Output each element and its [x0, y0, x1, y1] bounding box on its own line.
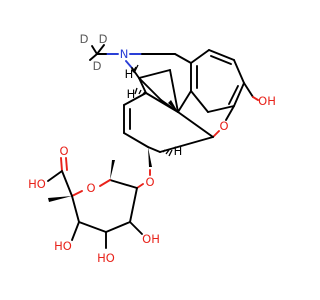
- atom-label-deuterium: D: [99, 32, 108, 46]
- atom-label-hydroxyl: HO: [97, 251, 115, 265]
- bond: [233, 82, 245, 107]
- bond: [138, 69, 171, 79]
- atom-label-hydrogen: H: [125, 67, 134, 81]
- bond: [212, 130, 220, 138]
- wedge-bond: [148, 147, 152, 167]
- bond: [190, 49, 210, 64]
- bond: [174, 53, 192, 64]
- atom-label-deuterium: D: [93, 59, 102, 73]
- bond: [61, 170, 73, 197]
- bond: [71, 195, 80, 223]
- hash-bond: [134, 87, 146, 95]
- bond: [96, 44, 105, 55]
- bond: [123, 92, 147, 106]
- bond: [109, 179, 138, 189]
- bond: [129, 187, 138, 223]
- atom-label-ether-oxygen: O: [219, 119, 228, 133]
- atom-label-acid-hydroxyl: HO: [28, 177, 46, 191]
- hash-bond: [131, 64, 139, 74]
- bond: [138, 77, 147, 94]
- bond: [207, 105, 235, 113]
- bond: [252, 96, 259, 101]
- bond: [71, 190, 83, 197]
- bond: [147, 146, 161, 153]
- structure-diagram: N D D D H H H OH O O O O HO HO OH HO: [28, 32, 276, 265]
- bond: [225, 105, 235, 121]
- wedge-bond: [48, 196, 72, 202]
- bond: [159, 136, 214, 153]
- bond: [91, 45, 98, 55]
- bond: [71, 221, 80, 241]
- bond: [47, 170, 63, 182]
- atom-label-ring-oxygen: O: [86, 181, 95, 195]
- atom-label-hydrogen: H: [174, 144, 183, 158]
- bond: [99, 179, 111, 187]
- bond-layer: [47, 44, 259, 249]
- bond: [65, 157, 68, 171]
- bond: [210, 55, 232, 65]
- hash-bond: [162, 149, 173, 157]
- bond: [105, 221, 131, 233]
- bond: [125, 60, 133, 69]
- atom-label-hydrogen: H: [127, 87, 136, 101]
- bond: [145, 92, 179, 113]
- stereo-layer: [48, 64, 178, 202]
- atom-label-hydroxyl: OH: [142, 232, 160, 246]
- atom-label-nitrogen: N: [120, 47, 129, 61]
- bond: [123, 132, 149, 148]
- wedge-bond: [168, 100, 178, 112]
- wedge-bond: [110, 160, 115, 180]
- atom-label-hydroxyl: HO: [54, 239, 72, 253]
- bond: [233, 59, 245, 84]
- bond: [228, 85, 239, 105]
- atom-label-carbonyl-oxygen: O: [59, 144, 68, 158]
- bond: [129, 221, 143, 235]
- bond: [60, 157, 63, 172]
- bond: [190, 90, 209, 113]
- atom-label-glycosidic-oxygen: O: [145, 175, 154, 189]
- atom-label-layer: N D D D H H H OH O O O O HO HO OH HO: [28, 32, 276, 265]
- bond: [136, 183, 144, 189]
- atom-label-hydroxyl: OH: [258, 94, 276, 108]
- atom-label-deuterium: D: [80, 32, 89, 46]
- bond: [177, 111, 214, 138]
- bond: [138, 77, 162, 101]
- bond: [169, 69, 179, 113]
- bond: [177, 90, 192, 113]
- bond: [208, 49, 235, 61]
- bond: [89, 53, 98, 61]
- bond: [243, 82, 254, 98]
- bond: [78, 221, 107, 233]
